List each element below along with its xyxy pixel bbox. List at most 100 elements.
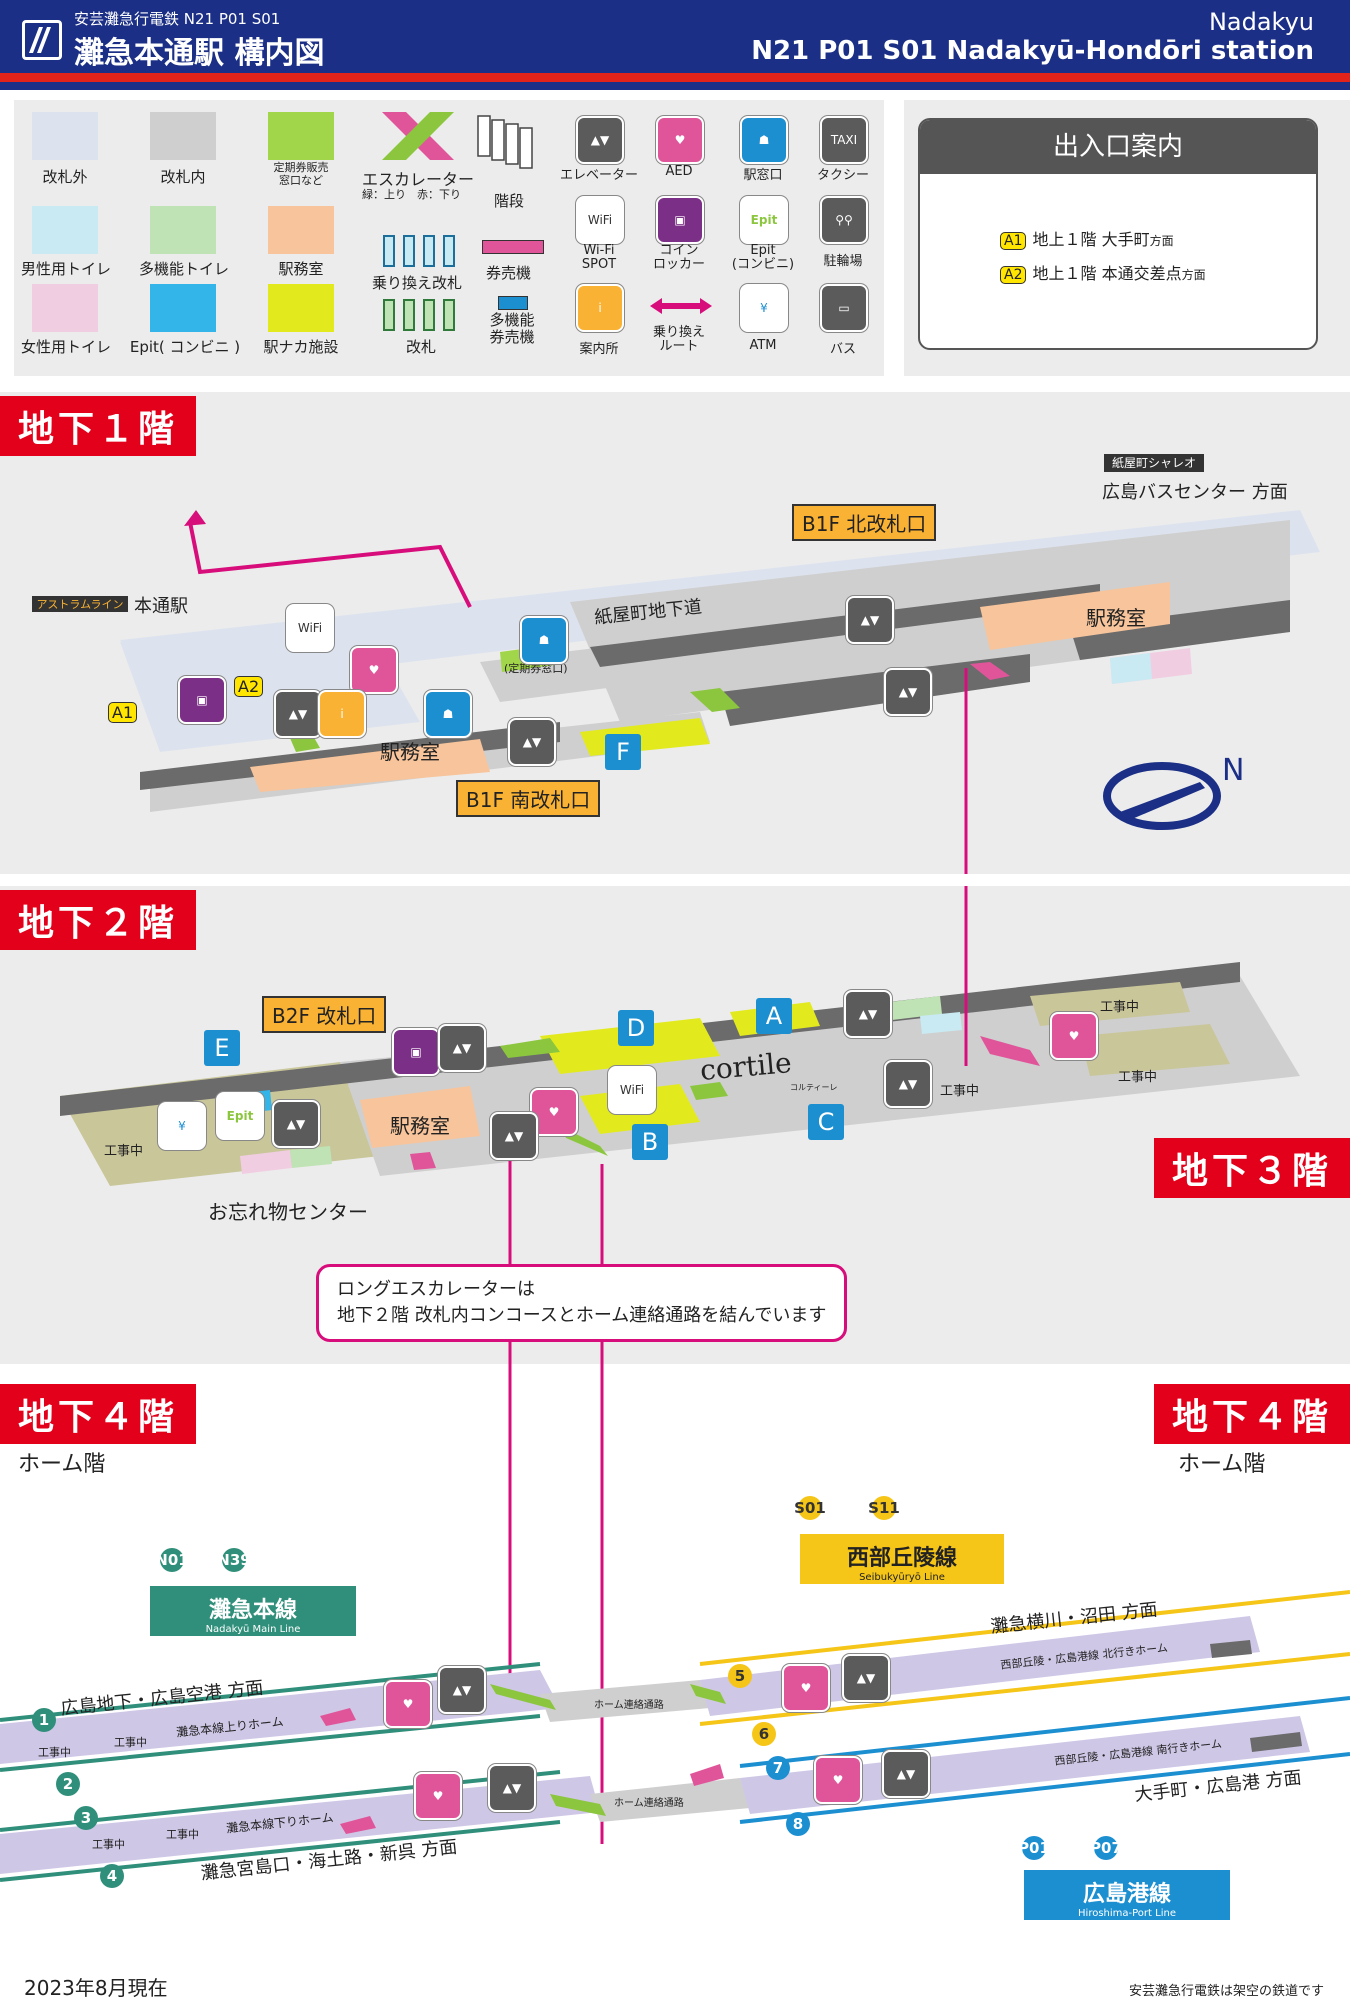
footer-date: 2023年8月現在 xyxy=(24,1976,168,2000)
header-bar: 安芸灘急行電鉄 N21 P01 S01 灘急本通駅 構内図 Nadakyu N2… xyxy=(0,0,1350,71)
b1-locker-icon: ▣ xyxy=(178,676,226,724)
legend-swatch-pass-window xyxy=(268,112,334,160)
aed-icon: ♥ xyxy=(656,116,704,164)
escalator-legend-icon xyxy=(382,112,454,160)
b4-aed-icon-1: ♥ xyxy=(384,1680,432,1728)
legend-label-multi-ticket: 多機能 券売機 xyxy=(489,311,535,346)
cortile-sub: コルティーレ xyxy=(790,1083,838,1092)
seibu-line-en: Seibukyūryō Line xyxy=(859,1572,945,1583)
legend-label-aed: AED xyxy=(665,164,693,179)
track-6-badge: 6 xyxy=(752,1722,776,1746)
entrance-box-title: 出入口案内 xyxy=(920,120,1316,174)
floor-b1-map: N xyxy=(120,510,1320,874)
b1-elevator-icon-3: ▲▼ xyxy=(846,596,894,644)
legend-label-mens-toilet: 男性用トイレ xyxy=(20,260,111,278)
legend-label-taxi: タクシー xyxy=(816,168,869,183)
b2-elevator-icon-4: ▲▼ xyxy=(844,990,892,1038)
legend-label-bus: バス xyxy=(829,342,856,357)
floor-b2-tag: 地下２階 xyxy=(0,890,197,950)
b2-elevator-icon-3: ▲▼ xyxy=(490,1112,538,1160)
pass-window-label: (定期券窓口) xyxy=(504,662,568,675)
b1-entrance-a2[interactable]: A2 xyxy=(234,676,264,697)
note-line-1: ロングエスカレーターは xyxy=(337,1279,535,1300)
bus-center-direction: 広島バスセンター 方面 xyxy=(1102,482,1288,503)
legend-label-escalator: エスカレーター xyxy=(362,170,475,189)
b2-aed-icon-2: ♥ xyxy=(1050,1012,1098,1060)
b4-aed-icon-3: ♥ xyxy=(782,1664,830,1712)
b2-construction-1: 工事中 xyxy=(104,1144,144,1159)
locker-icon: ▣ xyxy=(656,196,704,244)
legend-label-stairs: 階段 xyxy=(494,192,525,210)
b2-construction-2: 工事中 xyxy=(1100,1000,1140,1015)
shop-c: C xyxy=(808,1104,844,1140)
track-8-badge: 8 xyxy=(786,1812,810,1836)
legend-label-ticket-machine: 券売機 xyxy=(486,264,532,282)
wifi-icon: WiFi xyxy=(576,196,624,244)
b2-elevator-icon-5: ▲▼ xyxy=(884,1060,932,1108)
line-s-from-badge: S01 xyxy=(794,1496,826,1520)
legend-swatch-station-shops xyxy=(268,284,334,332)
b2-gate-callout: B2F 改札口 xyxy=(262,996,387,1033)
legend-label-multi-toilet: 多機能トイレ xyxy=(138,260,229,278)
b4-elevator-icon-1: ▲▼ xyxy=(438,1666,486,1714)
b4-elevator-icon-3: ▲▼ xyxy=(842,1654,890,1702)
bus-center-logo: 紙屋町シャレオ xyxy=(1104,454,1204,472)
line-s-to-badge: S11 xyxy=(868,1496,900,1520)
b1-elevator-icon-2: ▲▼ xyxy=(508,718,556,766)
company-logo-icon xyxy=(22,20,62,60)
line-p-to-badge: P07 xyxy=(1090,1836,1122,1860)
track-4-badge: 4 xyxy=(100,1864,124,1888)
b4-platform-label-right: ホーム階 xyxy=(1178,1452,1266,1477)
b2-wifi-icon: WiFi xyxy=(608,1066,656,1114)
legend-swatch-mens-toilet xyxy=(32,206,98,254)
b1-south-gate-callout: B1F 南改札口 xyxy=(456,780,601,817)
page-title-en: N21 P01 S01 Nadakyū-Hondōri station xyxy=(751,36,1314,66)
connector-label-2: ホーム連絡通路 xyxy=(614,1798,684,1809)
long-escalator-note: ロングエスカレーターは 地下２階 改札内コンコースとホーム連絡通路を結んでいます xyxy=(316,1264,848,1343)
gate-legend-icon xyxy=(383,299,455,331)
track-7-badge: 7 xyxy=(766,1756,790,1780)
shop-b: B xyxy=(632,1124,668,1160)
b2-construction-4: 工事中 xyxy=(940,1084,980,1099)
b2-construction-3: 工事中 xyxy=(1118,1070,1158,1085)
shop-d: D xyxy=(618,1010,654,1046)
entrance-text-a2: 地上１階 本通交差点 xyxy=(1032,264,1182,283)
b1-pass-window-icon: ☗ xyxy=(520,616,568,664)
port-line-en: Hiroshima-Port Line xyxy=(1078,1908,1176,1919)
legend-swatch-inside xyxy=(150,112,216,160)
floor-b4-tag-right: 地下４階 xyxy=(1153,1384,1350,1444)
legend-label-womens-toilet: 女性用トイレ xyxy=(20,338,111,356)
connector-label-1: ホーム連絡通路 xyxy=(594,1700,664,1711)
legend-label-inside: 改札内 xyxy=(160,168,206,186)
b4-elevator-icon-4: ▲▼ xyxy=(882,1750,930,1798)
b4-construction-2: 工事中 xyxy=(114,1736,147,1749)
b4-aed-icon-4: ♥ xyxy=(814,1756,862,1804)
legend-label-atm: ATM xyxy=(749,338,777,353)
ticket-counter-icon: ☗ xyxy=(740,116,788,164)
legend-swatch-epit xyxy=(150,284,216,332)
ticket-machine-legend-icon xyxy=(482,240,544,254)
track-3-badge: 3 xyxy=(74,1806,98,1830)
floor-b3-tag: 地下３階 xyxy=(1153,1138,1350,1198)
entrance-code-a1: A1 xyxy=(1000,232,1027,250)
legend-label-epit: Epit( コンビニ ) xyxy=(129,338,241,356)
b1-entrance-a1[interactable]: A1 xyxy=(108,702,138,723)
entrance-text-a1: 地上１階 大手町 xyxy=(1032,230,1150,249)
shop-f: F xyxy=(605,734,641,770)
header-stripe-2 xyxy=(0,82,1350,90)
b2-atm-icon: ¥ xyxy=(158,1102,206,1150)
footer-note: 安芸灘急行電鉄は架空の鉄道です xyxy=(1128,1984,1324,1999)
legend-label-info: 案内所 xyxy=(579,342,619,357)
legend-label-ticket-counter: 駅窓口 xyxy=(743,168,783,183)
legend-label-gate: 改札 xyxy=(406,338,437,356)
main-line-name: 灘急本線 xyxy=(208,1598,297,1623)
taxi-icon: TAXI xyxy=(820,116,868,164)
legend-label-elevator: エレベーター xyxy=(559,168,638,183)
legend-label-transfer-gate: 乗り換え改札 xyxy=(372,274,463,292)
legend-label-escalator-sub: 緑：上り 赤：下り xyxy=(362,188,461,201)
page-title: 灘急本通駅 構内図 xyxy=(74,36,325,71)
